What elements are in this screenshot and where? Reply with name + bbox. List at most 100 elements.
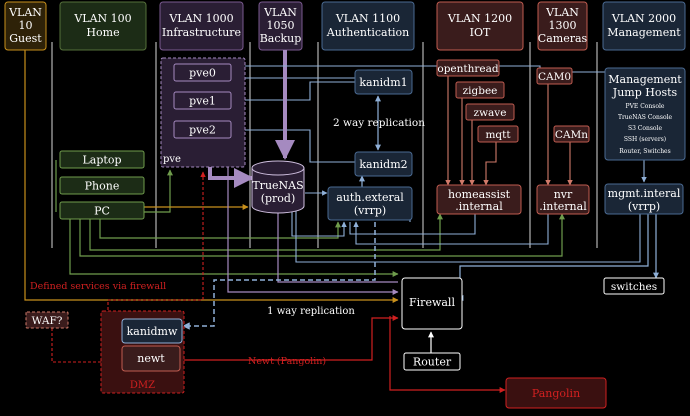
pc-node[interactable]: PC [59, 201, 145, 220]
vlan-infrastructure-header: VLAN 1000 Infrastructure [159, 1, 244, 51]
vlan-iot-header: VLAN 1200 IOT [436, 1, 524, 51]
waf-node[interactable]: WAF? [25, 311, 69, 329]
waf-label: WAF? [32, 315, 63, 327]
home-devices: Laptop Phone PC [59, 150, 145, 220]
vlan-management-line-2: Management [607, 26, 681, 39]
homeassist-node[interactable]: homeassist .internal [436, 184, 522, 215]
pangolin-node[interactable]: Pangolin [505, 377, 607, 409]
one-way-replication-line [182, 198, 376, 330]
two-way-replication-label: 2 way replication [333, 117, 425, 129]
vlan-backup-line-2: 1050 [267, 19, 295, 32]
vlan-iot-line-2: IOT [470, 26, 491, 39]
defined-services-line [107, 171, 206, 316]
newt-pangolin-label: Newt (Pangolin) [248, 356, 326, 367]
pve0-node[interactable]: pve0 [173, 63, 232, 82]
pve-cluster: pve pve0 pve1 pve2 [160, 57, 246, 168]
vlan-infrastructure-line-1: VLAN 1000 [168, 12, 233, 25]
vlan-infrastructure-line-2: Infrastructure [162, 26, 241, 39]
vlan-home-line-2: Home [86, 26, 119, 39]
pc-to-homeassist-line [89, 213, 443, 251]
switches-label: switches [611, 281, 657, 293]
laptop-node[interactable]: Laptop [59, 150, 145, 169]
openthread-node[interactable]: openthread [436, 59, 500, 77]
pve2-label: pve2 [189, 124, 216, 137]
vlan-guest-header: VLAN 10 Guest [4, 1, 47, 51]
mqtt-label: mqtt [485, 129, 511, 141]
vlan-cameras-line-3: Cameras [538, 32, 588, 45]
cam0-label: CAM0 [538, 71, 571, 83]
kanidm1-node[interactable]: kanidm1 [354, 69, 413, 95]
vlan-home-header: VLAN 100 Home [59, 1, 147, 51]
vlan-authentication-line-1: VLAN 1100 [335, 12, 400, 25]
nvr-node[interactable]: nvr .internal [536, 184, 590, 215]
jump-hosts-title-2: Jump Hosts [612, 86, 678, 99]
dmz-label: DMZ [130, 380, 155, 391]
vlan-cameras-line-2: 1300 [549, 19, 577, 32]
cam0-node[interactable]: CAM0 [536, 67, 573, 85]
homeassist-label-2: .internal [455, 200, 503, 213]
auth-vrrp-label-1: auth.exteral [336, 191, 404, 204]
laptop-label: Laptop [83, 154, 122, 167]
newt-node[interactable]: newt [121, 345, 181, 372]
firewall-label: Firewall [409, 296, 455, 309]
vlan-headers: VLAN 10 Guest VLAN 100 Home VLAN 1000 In… [4, 1, 686, 51]
vlan-management-line-1: VLAN 2000 [611, 12, 676, 25]
zigbee-node[interactable]: zigbee [455, 81, 505, 99]
vlan-home-line-1: VLAN 100 [73, 12, 131, 25]
truenas-label-2: (prod) [261, 192, 296, 205]
pangolin-label: Pangolin [532, 387, 580, 400]
vlan-authentication-header: VLAN 1100 Authentication [321, 1, 415, 51]
kanidmw-node[interactable]: kanidmw [121, 318, 183, 344]
guest-to-firewall-line [24, 50, 399, 303]
kanidm2-node[interactable]: kanidm2 [354, 151, 413, 177]
mgmt-vrrp-label-2: (vrrp) [628, 200, 660, 213]
vlan-iot-line-1: VLAN 1200 [447, 12, 512, 25]
jump-item-truenas: TrueNAS Console [618, 114, 673, 121]
zwave-node[interactable]: zwave [465, 103, 515, 121]
auth-vrrp-node[interactable]: auth.exteral (vrrp) [327, 186, 413, 221]
phone-node[interactable]: Phone [59, 176, 145, 195]
vlan-cameras-line-1: VLAN [545, 6, 579, 19]
vlan-dividers [51, 42, 598, 248]
vlan-management-header: VLAN 2000 Management [602, 1, 686, 51]
router-node[interactable]: Router [403, 352, 461, 371]
camn-label: CAMn [555, 129, 588, 141]
jump-hosts-node[interactable]: Management Jump Hosts PVE Console TrueNA… [604, 67, 686, 161]
nvr-label-1: nvr [554, 188, 573, 201]
pve2-to-kanidm2-line [236, 127, 355, 163]
pc-to-auth-line [99, 219, 341, 239]
newt-to-pangolin-line [180, 315, 399, 361]
pve2-node[interactable]: pve2 [173, 120, 232, 139]
waf-dashed-line [51, 328, 122, 363]
jump-item-ssh: SSH (servers) [624, 136, 666, 143]
vlan-backup-line-1: VLAN [263, 6, 297, 19]
kanidm2-label: kanidm2 [359, 158, 407, 171]
vlan-backup-header: VLAN 1050 Backup [258, 1, 303, 51]
home-to-firewall-line [69, 219, 399, 277]
vlan-authentication-line-2: Authentication [326, 26, 409, 39]
one-way-replication-label: 1 way replication [267, 306, 355, 317]
mgmt-vrrp-node[interactable]: mgmt.interal (vrrp) [604, 183, 684, 215]
pve1-node[interactable]: pve1 [173, 91, 232, 110]
nvr-label-2: .internal [539, 200, 587, 213]
firewall-to-pangolin-line [389, 316, 506, 393]
dmz-zone: DMZ kanidmw newt [100, 310, 185, 394]
newt-label: newt [137, 352, 165, 365]
jump-item-pve: PVE Console [626, 103, 665, 110]
nvr-to-auth-line [353, 214, 549, 245]
jump-item-s3: S3 Console [628, 125, 663, 132]
vlan-guest-line-3: Guest [9, 32, 42, 45]
camn-node[interactable]: CAMn [553, 125, 590, 143]
mqtt-node[interactable]: mqtt [477, 125, 519, 143]
mqtt-to-homeassist [483, 142, 497, 186]
switches-node[interactable]: switches [603, 277, 665, 295]
kanidmw-label: kanidmw [127, 325, 178, 338]
vlan-backup-line-3: Backup [260, 32, 302, 45]
defined-services-label: Defined services via firewall [30, 281, 166, 292]
mgmt-to-truenas-line [295, 210, 641, 263]
jump-item-router: Router, Switches [619, 148, 670, 155]
truenas-to-firewall-line [277, 210, 398, 283]
truenas-node[interactable]: TrueNAS (prod) [251, 160, 305, 214]
firewall-node[interactable]: Firewall [401, 277, 463, 330]
